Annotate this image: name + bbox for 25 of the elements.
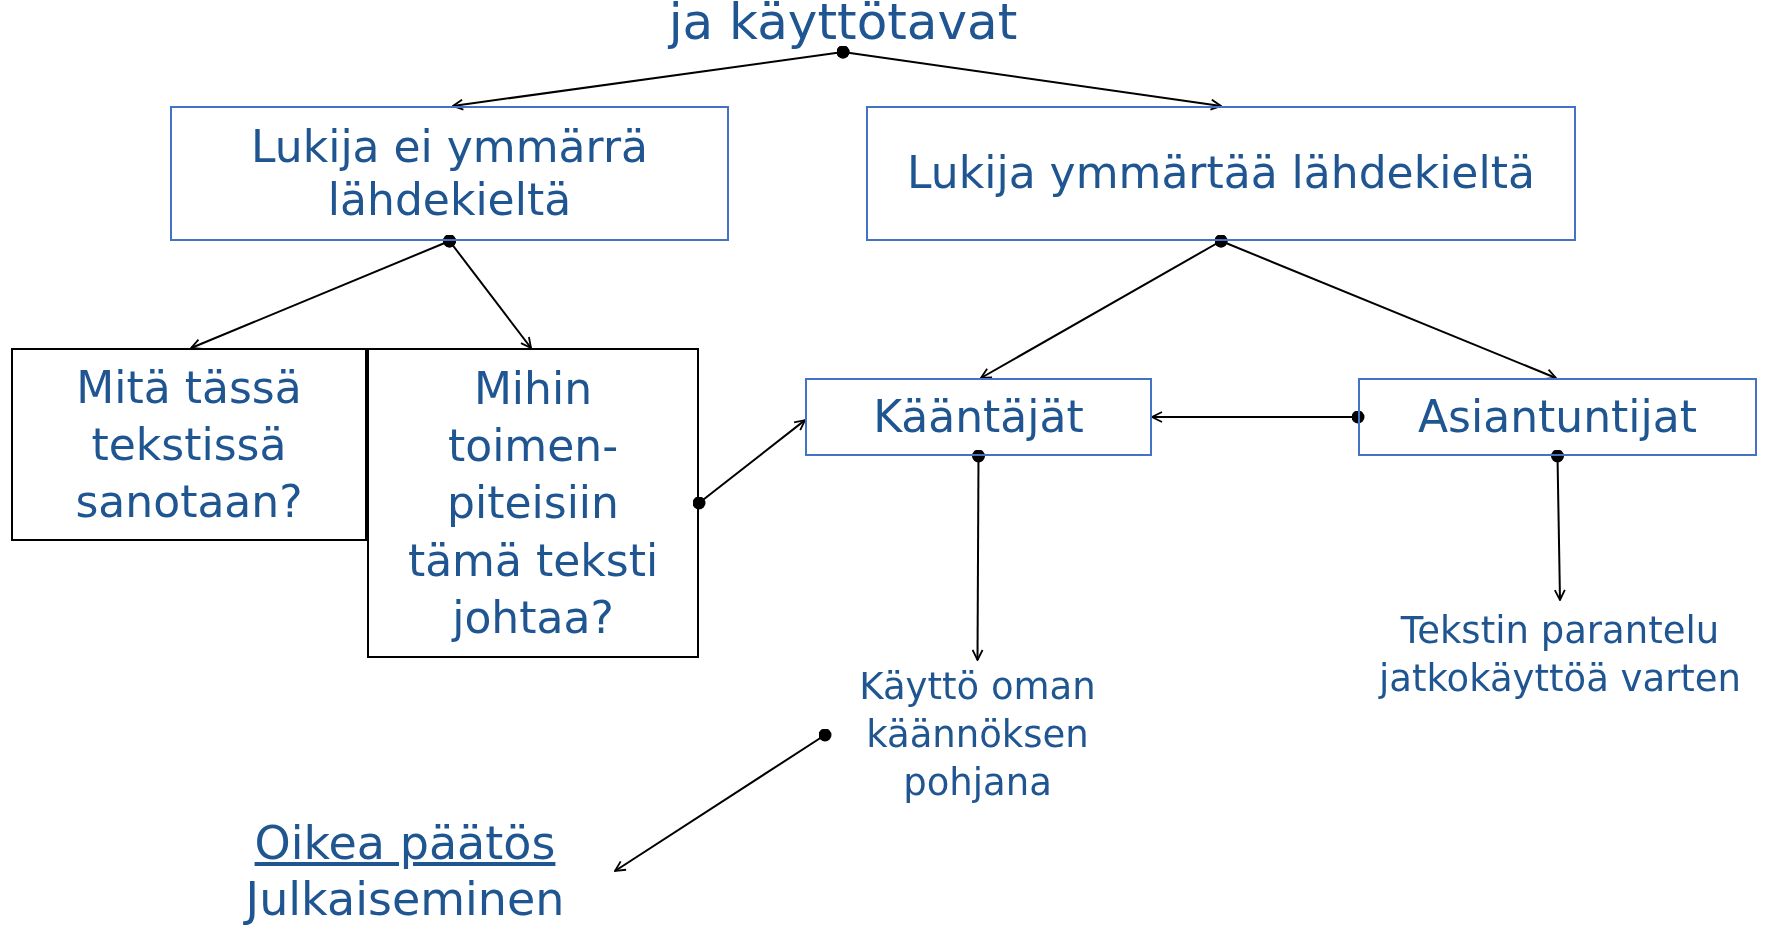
arrow: [1151, 410, 1365, 424]
outcome-text: Tekstin parantelu jatkokäyttöä varten: [1377, 607, 1743, 702]
node-box: [866, 106, 1576, 241]
question-box: [11, 348, 367, 541]
arrow: [836, 45, 1222, 111]
node-label: Kääntäjät: [873, 390, 1084, 444]
arrow: [443, 234, 532, 349]
node-label: Lukija ymmärtää lähdekieltä: [907, 147, 1535, 200]
node-box: [170, 106, 729, 241]
node-label: Lukija ei ymmärrä lähdekieltä: [250, 120, 649, 227]
outcome-text: Käyttö oman käännöksen pohjana: [858, 663, 1097, 807]
arrow: [1214, 234, 1557, 380]
question-box: [367, 348, 699, 658]
arrow: [692, 419, 806, 510]
title-text: ja käyttötavat: [668, 0, 1018, 50]
outcome-text: Julkaiseminen: [245, 871, 565, 928]
node-label: Asiantuntijat: [1417, 390, 1697, 444]
node-label: Mihin toimen- piteisiin tämä teksti johtaa?: [406, 362, 660, 645]
node-box: [805, 378, 1152, 456]
arrow: [971, 449, 985, 661]
arrow: [1551, 449, 1566, 601]
arrow: [614, 728, 832, 872]
node-label: Mitä tässä tekstissä sanotaan?: [74, 360, 304, 530]
node-box: [1358, 378, 1757, 456]
underlined-text: Oikea päätös: [254, 814, 556, 871]
